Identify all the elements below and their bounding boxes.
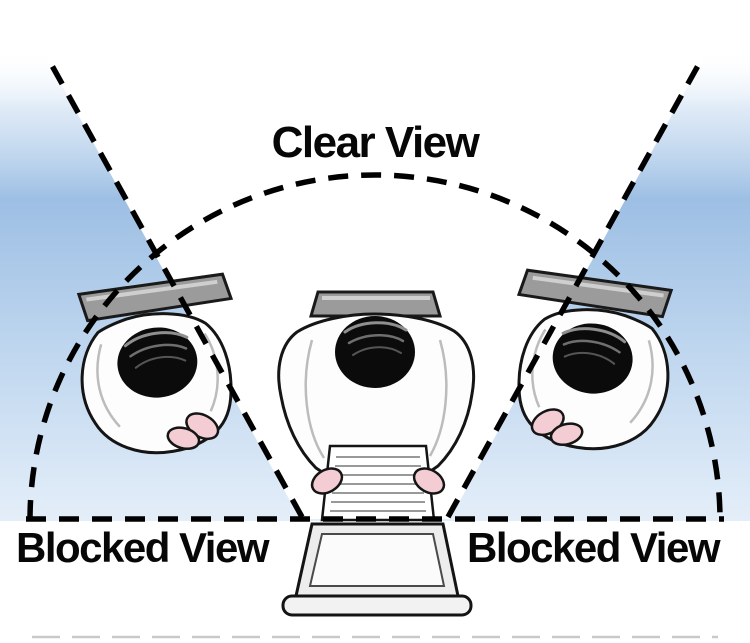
jacket-fold-right: [428, 339, 448, 457]
chair-back: [309, 290, 442, 318]
hand: [412, 467, 446, 495]
clear-view-arc: [27, 172, 723, 521]
head: [335, 316, 415, 388]
hand: [310, 467, 344, 495]
view-cone-edge-left: [47, 60, 305, 519]
clear-view-cone: [15, 0, 735, 519]
jacket-body: [277, 312, 476, 482]
jacket-fold-left: [304, 339, 326, 459]
person-center-user: [277, 290, 476, 522]
hair-shine: [347, 334, 405, 345]
laptop-screen: [308, 533, 446, 587]
hair-shine: [343, 321, 408, 334]
laptop-base: [281, 594, 473, 617]
clear-view-label: Clear View: [271, 118, 480, 167]
laptop: [281, 522, 473, 617]
hair-shine: [352, 346, 402, 356]
document: [320, 444, 436, 522]
blocked-view-label-right: Blocked View: [467, 524, 721, 571]
blocked-view-label-left: Blocked View: [16, 524, 270, 571]
view-cone-edge-right: [445, 60, 703, 519]
